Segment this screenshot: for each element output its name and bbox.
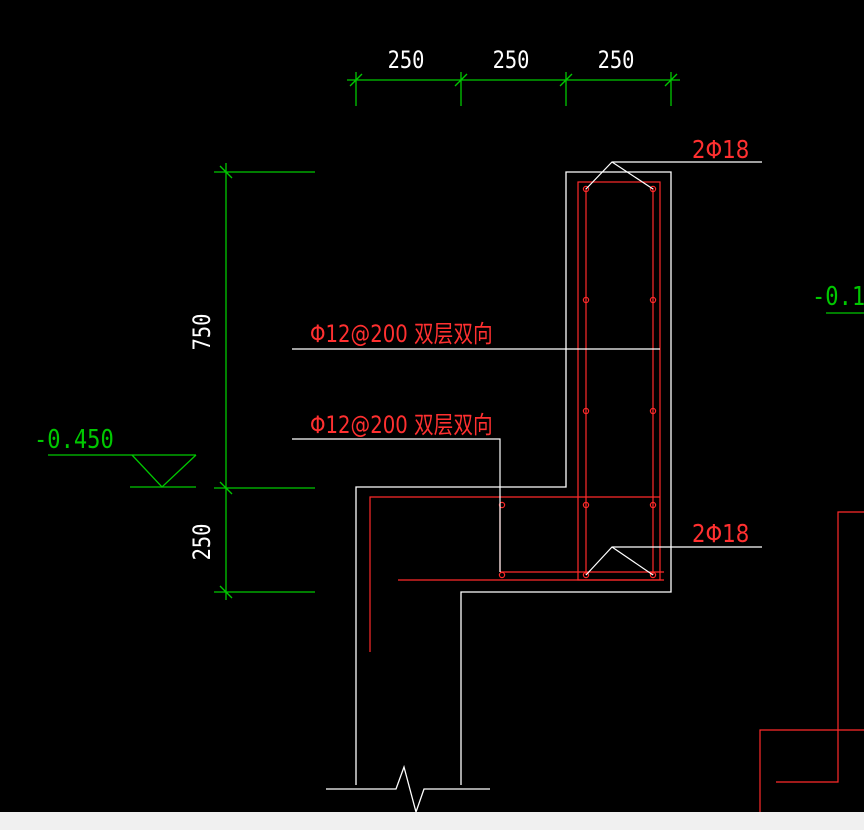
dimension-top-2: 250 [493, 46, 530, 74]
left-dimension-chain [214, 163, 315, 600]
annotation-distribution-upper: Φ12@200 双层双向 [310, 321, 493, 348]
level-right-text: -0.11 [812, 281, 864, 311]
top-dimension-chain [347, 72, 680, 106]
rebar-dots [498, 185, 657, 579]
level-mark-left [48, 454, 197, 488]
annotation-top-bars: 2Φ18 [692, 135, 749, 164]
annotation-bottom-bars: 2Φ18 [692, 519, 749, 548]
annotation-distribution-lower: Φ12@200 双层双向 [310, 412, 493, 439]
cad-drawing-canvas: 250 250 250 750 250 -0.450 -0.11 [34, 46, 864, 812]
dimension-top-3: 250 [598, 46, 635, 74]
cad-drawing-viewport[interactable]: 250 250 250 750 250 -0.450 -0.11 [0, 0, 864, 812]
status-bar [0, 812, 864, 830]
dimension-vertical-750: 750 [188, 314, 216, 351]
leader-lines [292, 161, 762, 576]
dimension-vertical-250: 250 [188, 524, 216, 561]
concrete-outline [355, 171, 672, 785]
level-left-text: -0.450 [34, 424, 114, 454]
break-line-symbol [326, 764, 490, 812]
adjacent-element-partial [759, 511, 864, 812]
dimension-top-1: 250 [388, 46, 425, 74]
